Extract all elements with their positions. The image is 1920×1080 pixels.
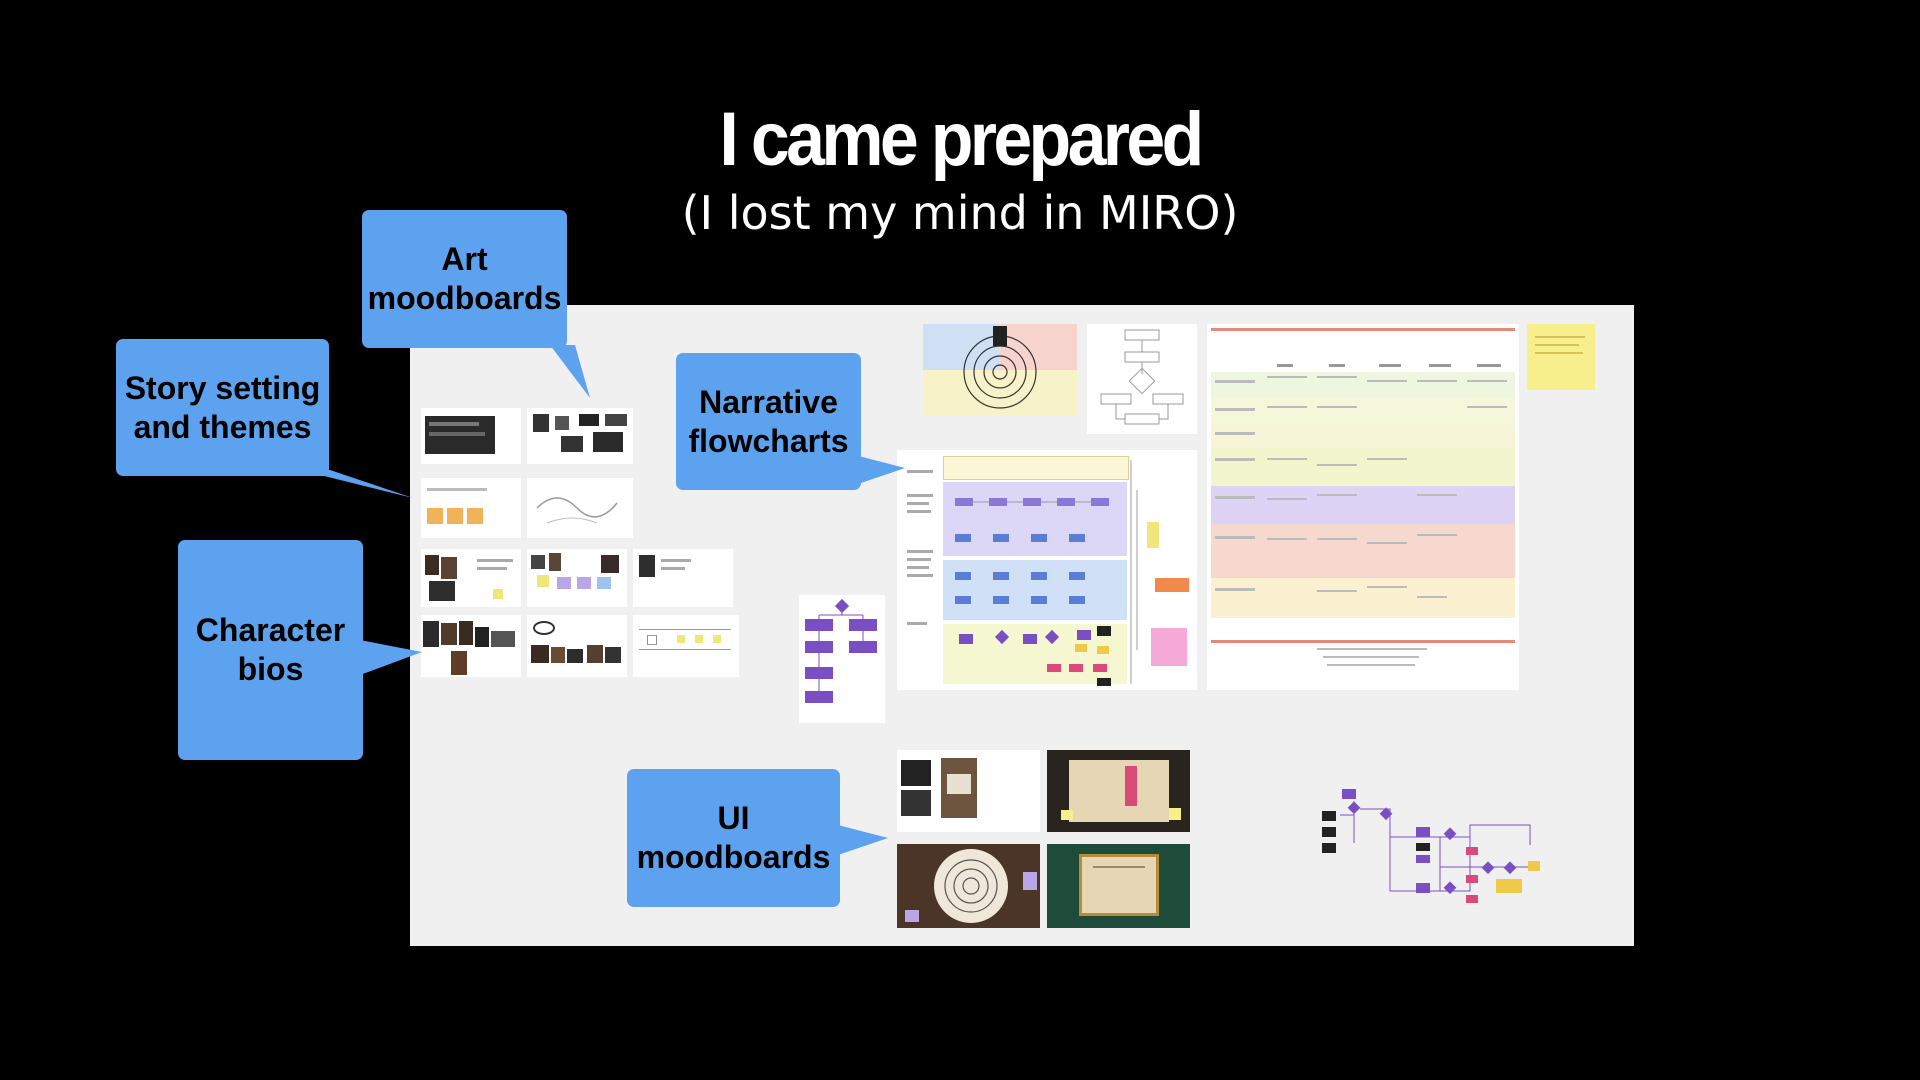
character-bio-thumb-4 (421, 615, 521, 677)
character-bio-thumb-5 (527, 615, 627, 677)
callout-art-moodboards: Art moodboards (362, 210, 567, 348)
callout-art-moodboards-line-1: Art (441, 241, 488, 277)
callout-character-bios: Character bios (178, 540, 363, 760)
story-setting-thumb-1 (421, 478, 521, 538)
miro-board-screenshot (410, 305, 1634, 946)
slide-title: I came prepared (719, 97, 1204, 182)
character-bio-thumb-6 (633, 615, 739, 677)
art-moodboard-thumb-1 (421, 408, 521, 464)
art-moodboard-thumb-2 (527, 408, 633, 464)
callout-ui-moodboards: UI moodboards (627, 769, 840, 907)
character-bio-thumb-1 (421, 549, 521, 607)
character-bio-thumb-3 (633, 549, 733, 607)
stages-table-thumb (1207, 324, 1519, 690)
decision-flowchart-thumb (1320, 775, 1540, 915)
ui-moodboard-thumb-2 (1047, 750, 1190, 832)
callout-story-setting-line-2: and themes (133, 408, 312, 445)
callout-narrative-flowcharts-line-1: Narrative (699, 383, 838, 420)
ui-moodboard-thumb-3 (897, 844, 1040, 928)
small-flowchart-thumb (799, 595, 885, 723)
character-bio-thumb-2 (527, 549, 627, 607)
callout-narrative-flowcharts-line-2: flowcharts (688, 422, 849, 459)
callout-story-setting: Story setting and themes (116, 339, 329, 476)
callout-art-moodboards-line-2: moodboards (367, 280, 562, 316)
callout-character-bios-line-2: bios (237, 651, 304, 687)
sticky-note-thumb (1527, 324, 1595, 390)
callout-narrative-flowcharts: Narrative flowcharts (676, 353, 861, 490)
callout-ui-moodboards-line-2: moodboards (636, 839, 831, 875)
callout-story-setting-line-1: Story setting (124, 369, 321, 406)
process-flow-thumb (1087, 324, 1197, 434)
spiral-quadrant-thumb (923, 324, 1077, 416)
story-setting-thumb-2 (527, 478, 633, 538)
ui-moodboard-thumb-4 (1047, 844, 1190, 928)
slide-subtitle: (I lost my mind in MIRO) (681, 186, 1239, 240)
ui-moodboard-thumb-1 (897, 750, 1040, 832)
callout-ui-moodboards-line-1: UI (717, 800, 750, 836)
callout-character-bios-line-1: Character (195, 612, 346, 648)
narrative-flowchart-thumb (897, 450, 1197, 690)
